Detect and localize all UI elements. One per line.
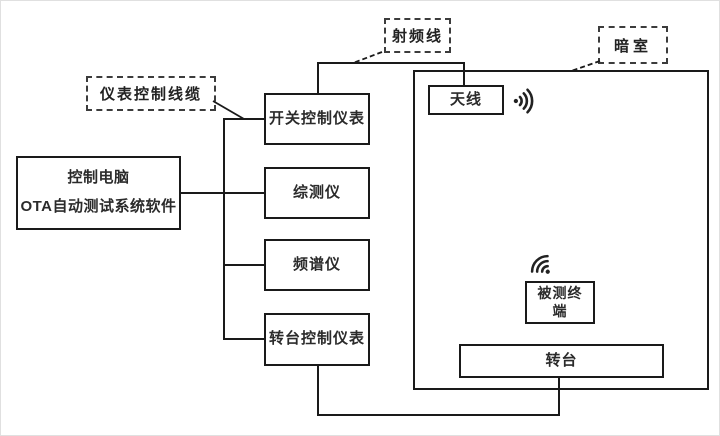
node-switch-control-instrument: 开关控制仪表: [264, 93, 370, 145]
line-control-bus: [223, 118, 225, 340]
line-bus-to-switch-ctrl: [223, 118, 264, 120]
node-turntable: 转台: [459, 344, 664, 378]
control-computer-software: OTA自动测试系统软件: [20, 198, 177, 215]
anechoic-chamber-outline: [413, 70, 709, 390]
node-antenna: 天线: [428, 85, 504, 115]
antenna-wifi-signal-icon: [510, 86, 540, 116]
line-turntable-down: [558, 378, 560, 416]
line-rf-up: [317, 62, 319, 95]
node-control-computer: 控制电脑 OTA自动测试系统软件: [16, 156, 181, 230]
control-computer-title: 控制电脑: [67, 169, 130, 187]
line-computer-to-bus: [181, 192, 225, 194]
callout-instrument-control-cable: 仪表控制线缆: [86, 76, 216, 111]
line-rf-to-antenna: [463, 62, 465, 87]
line-turntable-ctrl-down: [317, 364, 319, 416]
node-spectrum-analyzer: 频谱仪: [264, 239, 370, 291]
line-bus-to-spectrum-analyzer: [223, 264, 264, 266]
node-integrated-tester: 综测仪: [264, 167, 370, 219]
line-bus-to-integrated-tester: [223, 192, 264, 194]
line-bottom-horizontal: [317, 414, 560, 416]
dut-wifi-signal-icon: [521, 245, 562, 286]
node-turntable-control-instrument: 转台控制仪表: [264, 313, 370, 366]
line-bus-to-turntable-ctrl: [223, 338, 264, 340]
node-device-under-test: 被测终端: [525, 281, 595, 324]
callout-rf-cable: 射频线: [384, 18, 451, 53]
line-rf-horizontal: [317, 62, 465, 64]
pointer-instrument-cable: [212, 100, 245, 120]
callout-anechoic-chamber: 暗室: [598, 26, 668, 64]
